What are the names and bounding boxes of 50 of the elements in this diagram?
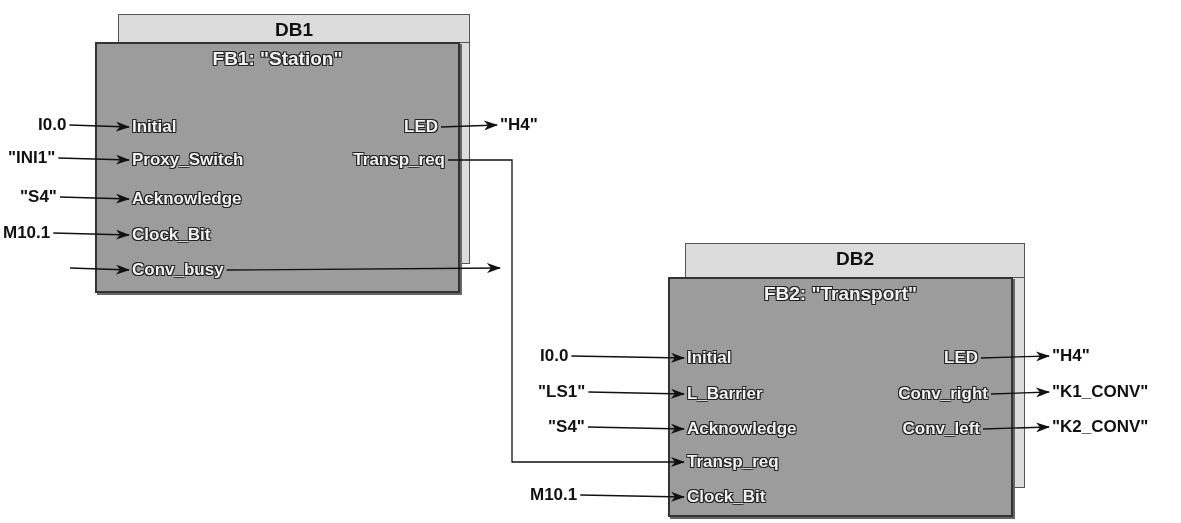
arrow: [579, 491, 685, 502]
port-label: Conv_right: [898, 383, 988, 405]
arrow: [440, 120, 498, 131]
operand-label: "K1_CONV": [1052, 381, 1149, 403]
operand-label: "INI1": [8, 147, 56, 169]
port-label: Clock_Bit: [687, 486, 766, 508]
port-label: Transp_req: [353, 149, 445, 171]
operand-label: "S4": [20, 186, 57, 208]
data-block-box: [685, 243, 1025, 278]
port-label: Clock_Bit: [132, 224, 211, 246]
arrow: [587, 388, 685, 399]
operand-label: "H4": [1052, 345, 1090, 367]
arrow: [69, 264, 130, 275]
function-block-box: [668, 277, 1013, 517]
data-block-box: [118, 14, 470, 43]
operand-label: I0.0: [540, 345, 569, 367]
port-label: Conv_busy: [132, 259, 224, 281]
block-title: FB1: "Station": [211, 48, 344, 70]
port-label: Transp_req: [687, 451, 779, 473]
port-label: Proxy_Switch: [132, 149, 244, 171]
arrow: [59, 193, 130, 204]
port-label: LED: [944, 347, 978, 369]
block-title: DB1: [274, 19, 314, 41]
operand-label: M10.1: [530, 484, 578, 506]
operand-label: "K2_CONV": [1052, 416, 1149, 438]
block-title: FB2: "Transport": [762, 283, 919, 305]
arrow: [57, 154, 130, 165]
port-label: Conv_left: [902, 418, 980, 440]
operand-label: "H4": [500, 114, 538, 136]
arrow: [982, 422, 1050, 433]
port-label: Acknowledge: [132, 188, 242, 210]
operand-label: I0.0: [38, 114, 67, 136]
arrow: [447, 159, 685, 467]
block-title: DB2: [835, 248, 875, 270]
arrow: [587, 423, 685, 434]
operand-label: M10.1: [3, 222, 51, 244]
port-label: LED: [404, 116, 438, 138]
arrow: [52, 229, 130, 240]
function-block-box: [95, 42, 460, 293]
arrow: [570, 352, 685, 363]
operand-label: "S4": [548, 416, 585, 438]
operand-label: "LS1": [538, 381, 586, 403]
port-label: L_Barrier: [687, 383, 763, 405]
arrow: [226, 263, 501, 274]
port-label: Initial: [687, 347, 732, 369]
port-label: Initial: [132, 116, 177, 138]
arrow: [980, 351, 1050, 362]
arrow: [990, 387, 1050, 398]
port-label: Acknowledge: [687, 418, 797, 440]
arrow: [68, 121, 130, 132]
